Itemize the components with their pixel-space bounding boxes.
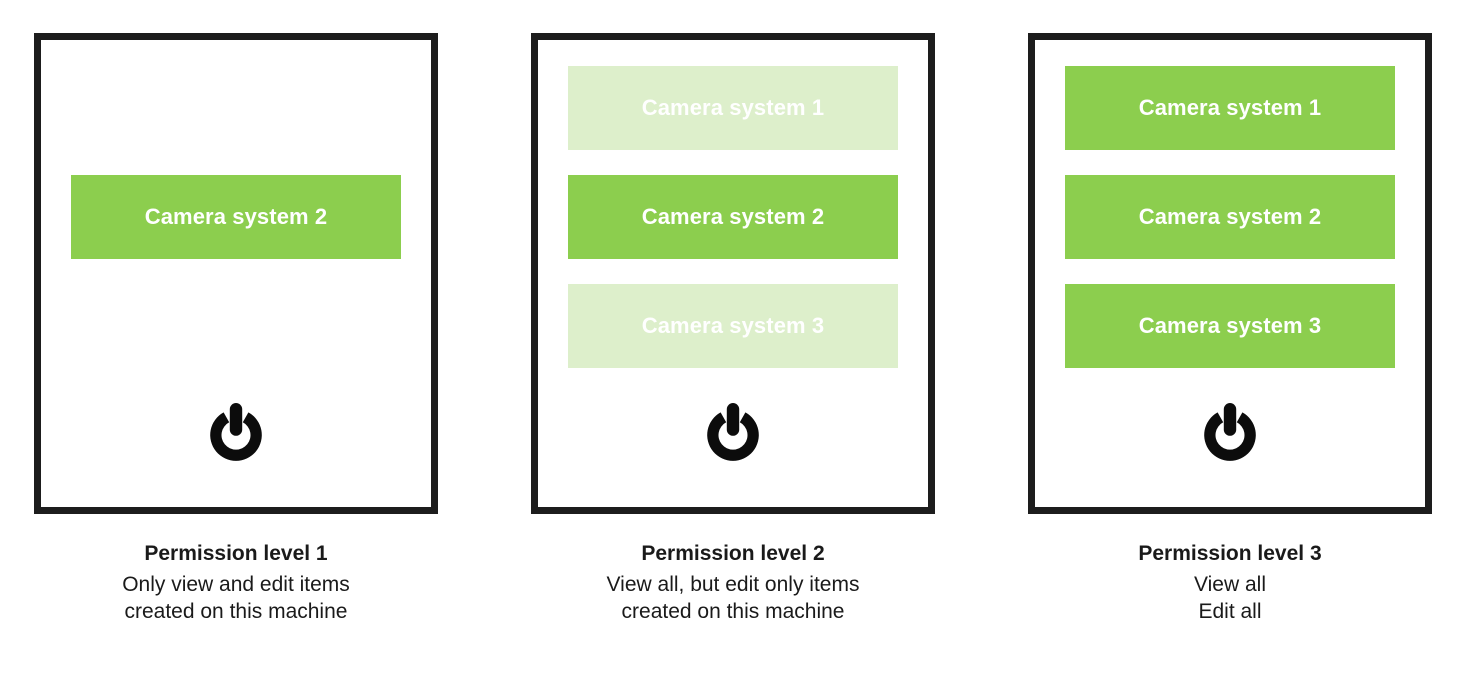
permission-level-column-3: Camera system 1 Camera system 2 Camera s… (1028, 33, 1432, 626)
camera-system-item[interactable]: Camera system 2 (1065, 175, 1395, 259)
machine-panel-1: Camera system 2 (34, 33, 438, 514)
panel-caption-2: Permission level 2 View all, but edit on… (607, 540, 860, 626)
camera-system-item[interactable]: Camera system 2 (71, 175, 401, 259)
camera-system-item[interactable]: Camera system 1 (1065, 66, 1395, 150)
camera-system-list-1: Camera system 2 (41, 40, 431, 259)
machine-panel-3: Camera system 1 Camera system 2 Camera s… (1028, 33, 1432, 514)
power-icon (1204, 403, 1256, 461)
caption-line: View all (1194, 572, 1266, 596)
power-icon-container (41, 400, 431, 466)
caption-line: created on this machine (621, 600, 845, 624)
camera-system-list-2: Camera system 1 Camera system 2 Camera s… (538, 40, 928, 368)
panel-caption-3: Permission level 3 View all Edit all (1138, 540, 1321, 626)
caption-title: Permission level 1 (144, 542, 328, 565)
camera-system-item-readonly[interactable]: Camera system 1 (568, 66, 898, 150)
power-icon (210, 403, 262, 461)
caption-title: Permission level 3 (1138, 542, 1322, 565)
machine-panel-2: Camera system 1 Camera system 2 Camera s… (531, 33, 935, 514)
camera-system-item[interactable]: Camera system 2 (568, 175, 898, 259)
permission-level-column-2: Camera system 1 Camera system 2 Camera s… (531, 33, 935, 626)
power-icon-container (538, 400, 928, 466)
camera-system-item-readonly[interactable]: Camera system 3 (568, 284, 898, 368)
permission-level-column-1: Camera system 2 Permission level 1 Only … (34, 33, 438, 626)
caption-title: Permission level 2 (641, 542, 825, 565)
caption-line: Edit all (1198, 600, 1262, 624)
caption-line: View all, but edit only items (606, 572, 860, 596)
caption-line: created on this machine (124, 600, 348, 624)
caption-line: Only view and edit items (122, 572, 350, 596)
camera-system-list-3: Camera system 1 Camera system 2 Camera s… (1035, 40, 1425, 368)
panel-caption-1: Permission level 1 Only view and edit it… (122, 540, 350, 626)
camera-system-item[interactable]: Camera system 3 (1065, 284, 1395, 368)
power-icon (707, 403, 759, 461)
power-icon-container (1035, 400, 1425, 466)
